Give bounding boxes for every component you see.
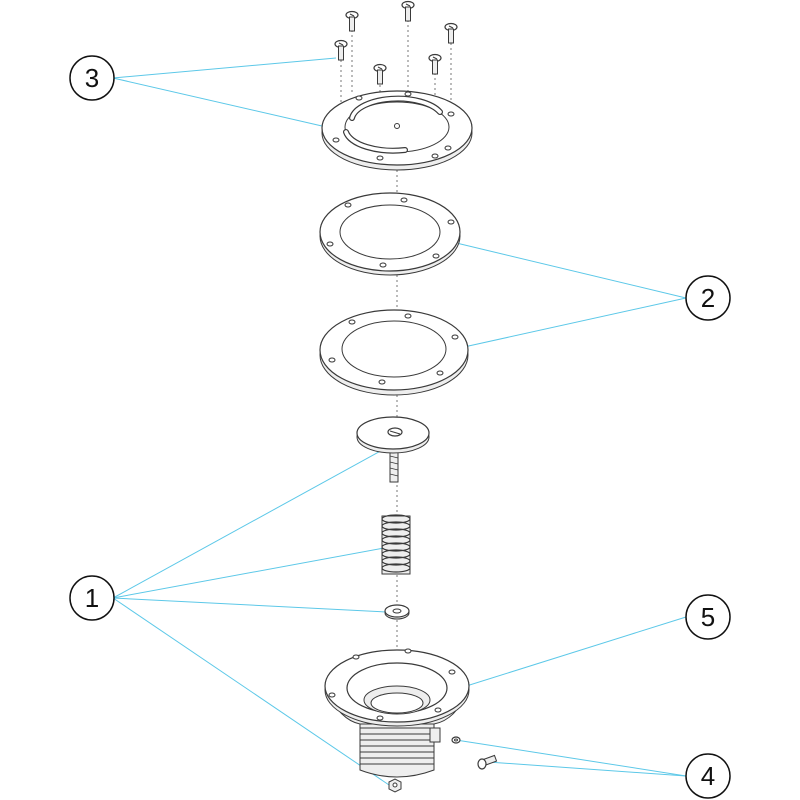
callout-1-label: 1 xyxy=(85,583,99,613)
valve-disc-icon xyxy=(356,416,430,483)
callout-5: 5 xyxy=(685,594,731,640)
callout-2: 2 xyxy=(685,275,731,321)
screw-icon xyxy=(373,63,387,85)
gasket-icon xyxy=(319,192,461,276)
callout-3-label: 3 xyxy=(85,63,99,93)
flange-icon xyxy=(321,90,473,171)
screw-icon xyxy=(428,53,442,75)
screw-icon xyxy=(401,0,415,22)
callout-3: 3 xyxy=(69,55,115,101)
washer-icon xyxy=(451,736,461,744)
screw-icon xyxy=(345,10,359,32)
screw-icon xyxy=(477,754,498,770)
washer-icon xyxy=(384,604,410,620)
callout-4-label: 4 xyxy=(701,761,715,791)
callout-2-label: 2 xyxy=(701,283,715,313)
gasket-icon xyxy=(319,309,469,396)
callout-1: 1 xyxy=(69,575,115,621)
nut-icon xyxy=(388,778,402,793)
spring-icon xyxy=(381,514,411,575)
screw-icon xyxy=(444,22,458,44)
callout-5-label: 5 xyxy=(701,602,715,632)
inlet-body-icon xyxy=(324,648,470,778)
leader-lines xyxy=(112,57,687,788)
screw-set xyxy=(334,0,458,85)
screw-icon xyxy=(334,39,348,61)
callout-4: 4 xyxy=(685,753,731,799)
